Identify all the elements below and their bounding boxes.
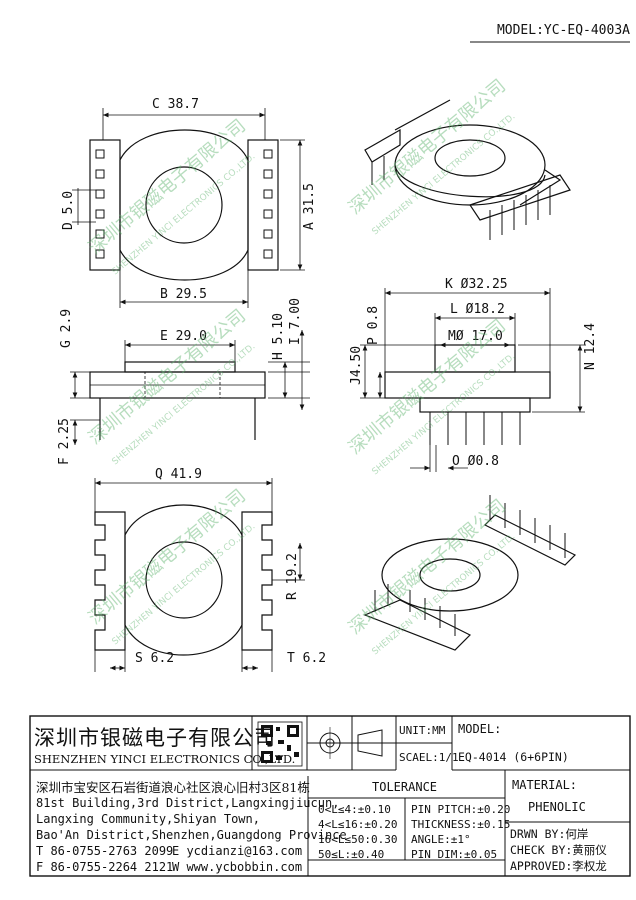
- material-label: MATERIAL:: [512, 778, 578, 792]
- website: W www.ycbobbin.com: [172, 860, 303, 874]
- tolerance-left-1: 0<L≤4:±0.10: [318, 803, 391, 816]
- address-en-3: Bao'An District,Shenzhen,Guangdong Provi…: [36, 828, 347, 842]
- dim-a: A 31.5: [302, 183, 317, 230]
- address-en-1: 81st Building,3rd District,Langxingjiucu…: [36, 796, 340, 810]
- dim-r: R 19.2: [285, 553, 300, 600]
- dim-t: T 6.2: [287, 651, 326, 666]
- dim-g: G 2.9: [59, 309, 74, 348]
- checked-by: CHECK BY:黄丽仪: [510, 843, 607, 857]
- telephone: T 86-0755-2763 2099: [36, 844, 174, 858]
- model-header: MODEL:YC-EQ-4003A: [496, 23, 630, 38]
- side-view: [70, 330, 310, 445]
- tolerance-left-3: 16<L≤50:0.30: [318, 833, 398, 846]
- dim-c: C 38.7: [152, 97, 199, 112]
- tolerance-right-4: PIN DIM:±0.05: [411, 848, 498, 861]
- company-name-en: SHENZHEN YINCI ELECTRONICS CO.,LTD.: [34, 752, 296, 766]
- dim-p: P 0.8: [366, 306, 381, 345]
- drawn-by: DRWN BY:何岸: [510, 827, 589, 841]
- model-value: EQ-4014 (6+6PIN): [458, 750, 569, 764]
- dim-s: S 6.2: [135, 651, 174, 666]
- tolerance-right-3: ANGLE:±1°: [411, 833, 471, 846]
- dim-m: MØ 17.0: [448, 329, 503, 344]
- projection-symbol-icon: [314, 727, 383, 759]
- fax: F 86-0755-2264 2121: [36, 860, 174, 874]
- company-name-cn: 深圳市银磁电子有限公司: [34, 726, 276, 750]
- front-view: [360, 288, 585, 472]
- email: E ycdianzi@163.com: [172, 844, 303, 858]
- material-value: PHENOLIC: [528, 800, 586, 814]
- title-block-frame: [29, 715, 631, 877]
- iso-view-top: [364, 99, 571, 240]
- dim-h: H 5.10: [271, 313, 286, 360]
- top-view: [72, 108, 305, 308]
- watermark: 深圳市银磁电子有限公司 SHENZHEN YINCI ELECTRONICS C…: [85, 75, 518, 657]
- dim-j: J4.50: [349, 346, 364, 385]
- tolerance-title: TOLERANCE: [372, 780, 438, 794]
- tolerance-right-1: PIN PITCH:±0.20: [411, 803, 511, 816]
- iso-view-bottom: [363, 495, 577, 651]
- tolerance-right-2: THICKNESS:±0.15: [411, 818, 511, 831]
- dim-n: N 12.4: [583, 323, 598, 370]
- dim-b: B 29.5: [160, 287, 207, 302]
- dim-l: L Ø18.2: [450, 302, 505, 317]
- approved-by: APPROVED:李权龙: [510, 859, 607, 873]
- dim-e: E 29.0: [160, 329, 207, 344]
- svg-text:深圳市银磁电子有限公司: 深圳市银磁电子有限公司: [85, 305, 250, 448]
- dim-f: F 2.25: [57, 418, 72, 465]
- model-label: MODEL:: [458, 722, 502, 736]
- scale-label: SCAEL:1/1: [399, 751, 459, 764]
- svg-text:深圳市银磁电子有限公司: 深圳市银磁电子有限公司: [85, 115, 250, 258]
- address-en-2: Langxing Community,Shiyan Town,: [36, 812, 260, 826]
- dim-i: I 7.00: [288, 298, 303, 345]
- dim-d: D 5.0: [61, 191, 76, 230]
- bottom-view: [94, 478, 305, 672]
- dim-o: O Ø0.8: [452, 454, 499, 469]
- qr-code-icon: [257, 721, 303, 767]
- tolerance-left-4: 50≤L:±0.40: [318, 848, 385, 861]
- svg-text:深圳市银磁电子有限公司: 深圳市银磁电子有限公司: [345, 495, 510, 638]
- dim-k: K Ø32.25: [445, 277, 508, 292]
- unit-label: UNIT:MM: [399, 724, 446, 737]
- dim-q: Q 41.9: [155, 467, 202, 482]
- address-cn: 深圳市宝安区石岩街道浪心社区浪心旧村3区81栋: [36, 780, 310, 795]
- tolerance-left-2: 4<L≤16:±0.20: [318, 818, 398, 831]
